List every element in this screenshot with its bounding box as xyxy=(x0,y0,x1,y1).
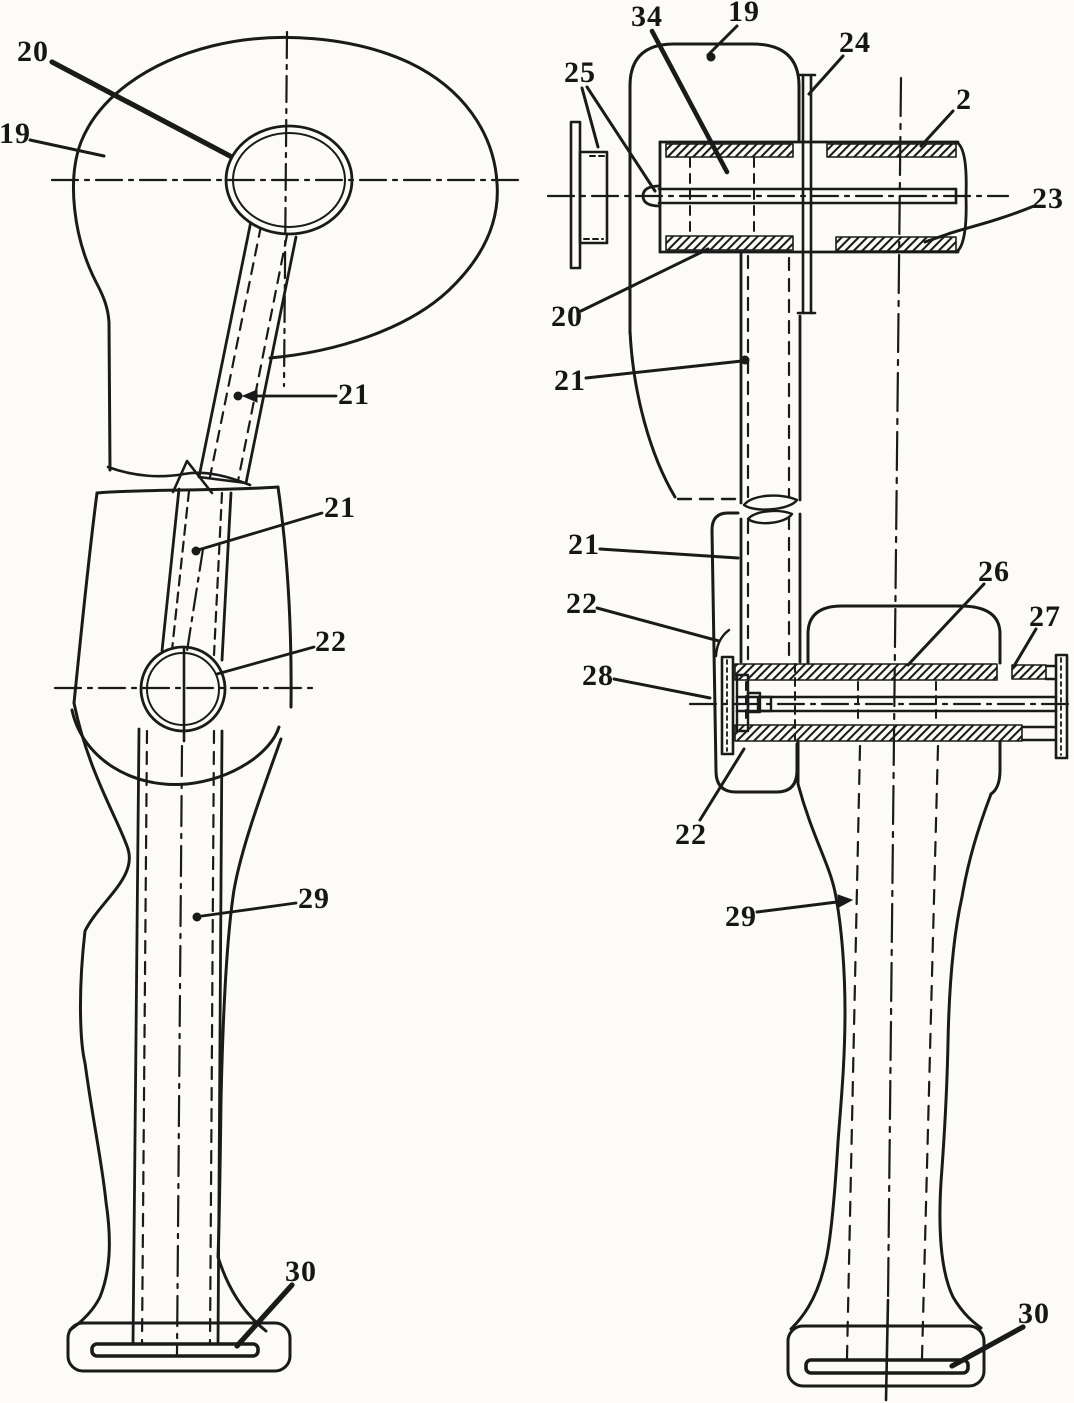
hatched-band xyxy=(826,143,957,158)
leader-lines xyxy=(28,24,1038,1369)
femur-tube-front-lower xyxy=(739,512,802,664)
ref-label-left-29: 29 xyxy=(298,882,330,915)
leader-dot xyxy=(233,391,243,401)
calf-left-edge xyxy=(68,701,131,1332)
ref-label-right-20: 20 xyxy=(551,300,583,333)
ref-label-right-27: 27 xyxy=(1029,600,1061,633)
knee-flange-right xyxy=(1054,653,1069,760)
hatched-band xyxy=(665,235,794,251)
leader-right-22-upper xyxy=(595,606,721,643)
ref-label-left-30: 30 xyxy=(285,1255,317,1288)
ref-label-right-30: 30 xyxy=(1018,1297,1050,1330)
ref-label-right-25: 25 xyxy=(564,56,596,89)
leader-left-20 xyxy=(49,59,233,159)
femur-tube-front-upper xyxy=(739,251,802,525)
thigh-crease xyxy=(106,465,252,487)
leader-right-2 xyxy=(919,109,955,148)
calf-right-edge xyxy=(216,737,283,1333)
centerlines-left xyxy=(50,30,522,1356)
ref-label-right-26: 26 xyxy=(978,555,1010,588)
hatched-band xyxy=(1011,664,1047,680)
leader-right-24 xyxy=(807,54,845,96)
leader-right-25a xyxy=(580,86,600,149)
arrowhead xyxy=(837,894,854,908)
leader-right-19 xyxy=(706,24,739,57)
shin-tube-front xyxy=(845,744,940,1360)
leader-right-23 xyxy=(923,204,1036,244)
thigh-outline xyxy=(72,485,293,709)
ref-label-left-21-lower: 21 xyxy=(324,491,356,524)
knee-block xyxy=(806,604,1002,796)
ref-label-right-2: 2 xyxy=(956,83,972,116)
femur-tube-upper xyxy=(197,219,298,485)
ref-label-right-28: 28 xyxy=(582,659,614,692)
foot-base xyxy=(66,1321,292,1373)
ref-label-right-22-lower: 22 xyxy=(675,818,707,851)
leader-left-30 xyxy=(234,1282,295,1349)
ref-label-right-22-upper: 22 xyxy=(566,587,598,620)
ref-label-right-19: 19 xyxy=(728,0,760,28)
ref-label-right-21-upper: 21 xyxy=(554,364,586,397)
ref-label-right-34: 34 xyxy=(631,0,663,33)
leader-right-27 xyxy=(1012,627,1038,668)
leader-dot xyxy=(191,546,201,556)
knee-front-arc xyxy=(70,708,281,787)
leader-right-29 xyxy=(755,899,847,914)
ref-label-right-21-lower: 21 xyxy=(568,528,600,561)
leader-dot xyxy=(740,355,750,365)
ref-label-left-19: 19 xyxy=(0,117,31,150)
thigh-shell xyxy=(710,511,799,794)
hip-block xyxy=(628,42,801,501)
leader-right-25b xyxy=(585,85,657,193)
hatched-band xyxy=(665,143,794,158)
calf-front-left-edge xyxy=(789,740,847,1331)
leader-right-26 xyxy=(906,582,986,667)
leader-left-19 xyxy=(28,138,106,158)
ref-label-left-22: 22 xyxy=(315,625,347,658)
leader-right-22-lower xyxy=(698,747,746,822)
hip-outline xyxy=(72,36,499,472)
leader-left-22 xyxy=(215,645,316,676)
right-figure-front-section xyxy=(546,42,1074,1402)
leader-right-20 xyxy=(579,247,710,313)
knee-flange-left xyxy=(720,655,735,756)
ref-label-left-21-upper: 21 xyxy=(338,378,370,411)
shin-tube xyxy=(131,727,224,1346)
leader-right-21-lower xyxy=(598,547,740,560)
knee-axle-rod xyxy=(735,695,1058,713)
centerlines-right xyxy=(546,76,1074,1402)
hatched-band xyxy=(734,663,998,681)
leader-dot xyxy=(706,52,716,62)
ref-label-right-23: 23 xyxy=(1032,182,1064,215)
calf-front-right-edge xyxy=(938,792,993,1330)
leader-right-21-upper xyxy=(584,359,744,380)
leader-right-30 xyxy=(949,1324,1026,1369)
leader-right-34 xyxy=(649,28,730,175)
ref-label-right-29: 29 xyxy=(725,900,757,933)
leader-left-21-lower xyxy=(196,511,324,552)
left-figure-side-view xyxy=(50,30,522,1373)
base-plate xyxy=(90,1342,260,1358)
leader-right-28 xyxy=(612,677,712,700)
leader-dot xyxy=(192,912,202,922)
ref-label-left-20: 20 xyxy=(17,35,49,68)
hatched-band xyxy=(835,236,957,252)
femur-tube-lower xyxy=(160,459,233,662)
ref-label-right-24: 24 xyxy=(839,26,871,59)
arrowhead xyxy=(241,389,258,403)
locking-pin xyxy=(796,73,817,315)
hatched-band xyxy=(734,724,1023,742)
leader-left-29 xyxy=(200,901,298,918)
